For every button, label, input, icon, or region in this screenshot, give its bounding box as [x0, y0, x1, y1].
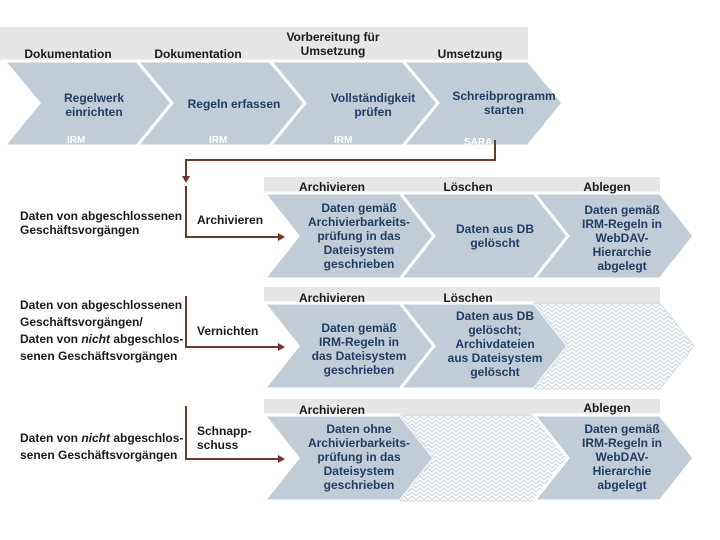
top-header-1: Dokumentation [24, 47, 112, 61]
row1-arrowhead [278, 233, 285, 241]
top-tag-3: IRM [334, 135, 353, 146]
row2-condition: Daten von abgeschlossenen Geschäftsvorgä… [20, 298, 195, 363]
row1-connector [185, 186, 280, 238]
connector-top [185, 140, 496, 178]
row2-condition-line2: Geschäftsvorgängen/ [20, 315, 143, 329]
row3-header-ablegen: Ablegen [583, 401, 631, 415]
row1-action: Archivieren [197, 213, 264, 227]
row1-header-bar [264, 177, 660, 194]
row2-arrowhead [278, 343, 285, 351]
row3-connector [185, 406, 280, 460]
row1-cell-archivieren: Daten gemäß Archivierbarkeits- prüfung i… [307, 201, 411, 271]
row1-chevron-ablegen [530, 191, 696, 281]
row1-header-ablegen: Ablegen [583, 180, 631, 194]
row2-header-loeschen: Löschen [443, 291, 493, 305]
top-tag-4: SARA [464, 137, 493, 148]
row3-chevron-ablegen [530, 413, 696, 503]
row3-header-archivieren: Archivieren [298, 403, 366, 417]
chevron-schreibprogramm [399, 59, 565, 148]
top-tag-2: IRM [209, 135, 228, 146]
row3-condition: Daten von nicht abgeschlos- senen Geschä… [20, 431, 195, 462]
row2-chevrons [260, 301, 695, 391]
row1-condition: Daten von abgeschlossenen Geschäftsvorgä… [20, 209, 183, 237]
row2-condition-line3a: Daten von [20, 332, 82, 346]
top-step-1: Regelwerk einrichten [63, 91, 125, 119]
row3-header-bar [264, 399, 660, 416]
row2-header-bar [264, 287, 660, 304]
top-tag-1: IRM [67, 135, 86, 146]
row3-arrowhead [278, 455, 285, 463]
top-header-3: Vorbereitung für Umsetzung [286, 30, 380, 58]
row3-action: Schnapp- schuss [197, 424, 252, 452]
top-step-3: Vollständigkeit prüfen [330, 91, 416, 119]
row2-condition-line1: Daten von abgeschlossenen [20, 298, 183, 312]
top-header-2: Dokumentation [154, 47, 242, 61]
row2-connector [185, 296, 280, 348]
top-header-4: Umsetzung [437, 47, 503, 61]
row2-cell-loeschen: Daten aus DB gelöscht; Archivdateien aus… [447, 309, 543, 379]
row3-chevrons [260, 413, 696, 503]
connector-top-arrowhead [182, 176, 190, 183]
row3-condition-line2: senen Geschäftsvorgängen [20, 448, 178, 462]
row3-condition-line1b: abgeschlos- [110, 431, 184, 445]
row2-condition-line3b: abgeschlos- [110, 332, 184, 346]
row1-cell-ablegen: Daten gemäß IRM-Regeln in WebDAV- Hierar… [582, 203, 662, 273]
top-step-4: Schreibprogramm starten [452, 89, 556, 117]
row2-condition-line4: senen Geschäftsvorgängen [20, 349, 178, 363]
row2-action: Vernichten [197, 324, 259, 338]
row3-condition-nicht: nicht [81, 431, 111, 445]
top-chevrons [0, 59, 565, 148]
top-step-2: Regeln erfassen [187, 97, 281, 111]
top-header-bar [0, 27, 528, 61]
row2-chevron-empty [532, 302, 695, 390]
row3-condition-line1a: Daten von [20, 431, 82, 445]
row1-cell-loeschen: Daten aus DB gelöscht [455, 222, 535, 250]
row1-chevrons [260, 191, 696, 281]
row1-header-loeschen: Löschen [443, 180, 493, 194]
row2-header-archivieren: Archivieren [298, 291, 366, 305]
row2-cell-archivieren: Daten gemäß IRM-Regeln in das Dateisyste… [311, 321, 407, 377]
row3-cell-archivieren: Daten ohne Archivierbarkeits- prüfung in… [307, 422, 411, 492]
row3-cell-ablegen: Daten gemäß IRM-Regeln in WebDAV- Hierar… [582, 422, 662, 492]
row2-condition-line3-nicht: nicht [81, 332, 111, 346]
row1-header-archivieren: Archivieren [298, 180, 366, 194]
